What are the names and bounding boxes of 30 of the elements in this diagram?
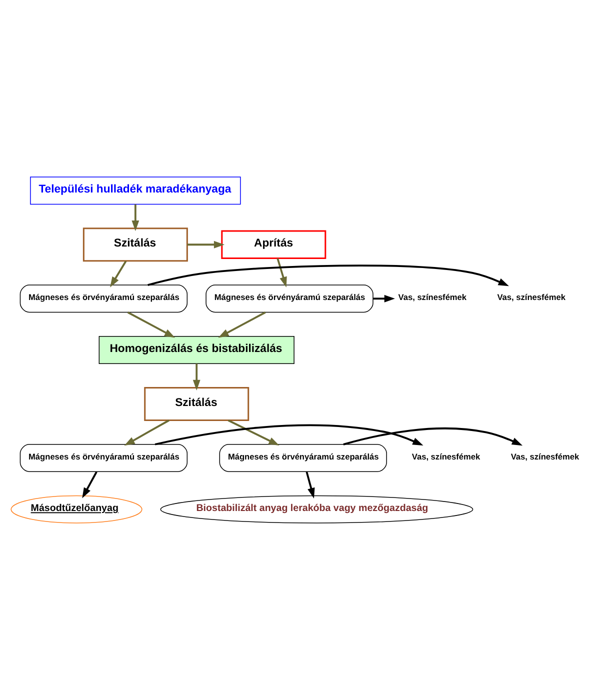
node-box: Mágneses és örvényáramú szeparálás xyxy=(20,284,188,313)
arrow xyxy=(373,294,395,302)
node-box: Homogenizálás és bistabilizálás xyxy=(98,336,294,364)
arrow xyxy=(110,260,127,288)
node-ellipse: Biostabilizált anyag lerakóba vagy mezőgazdaság xyxy=(160,495,474,524)
node-box: Mágneses és örvényáramú szeparálás xyxy=(219,444,387,472)
node-box: Szitálás xyxy=(82,228,188,262)
node-box: Aprítás xyxy=(221,230,326,259)
arrow xyxy=(343,427,523,446)
arrow xyxy=(82,471,98,498)
arrow xyxy=(154,424,424,446)
arrow xyxy=(187,240,225,248)
arrow xyxy=(306,472,315,499)
arrow xyxy=(132,204,140,232)
arrow xyxy=(228,420,280,446)
node-box: Mágneses és örvényáramú szeparálás xyxy=(206,284,374,313)
node-box: Mágneses és örvényáramú szeparálás xyxy=(20,444,188,472)
arrow xyxy=(127,312,176,338)
node-text: Vas, színesfémek xyxy=(497,292,566,302)
node-text: Vas, színesfémek xyxy=(510,451,580,462)
arrow xyxy=(124,420,170,446)
node-text: Vas, színesfémek xyxy=(412,451,480,462)
node-ellipse: Másodtűzelőanyag xyxy=(10,495,142,524)
node-box: Szitálás xyxy=(144,387,250,421)
arrow xyxy=(148,264,509,286)
arrow xyxy=(218,312,266,338)
node-box: Települési hulladék maradékanyaga xyxy=(30,176,241,205)
node-text: Vas, színesfémek xyxy=(398,292,467,302)
arrow xyxy=(276,258,287,288)
arrow xyxy=(192,364,200,390)
